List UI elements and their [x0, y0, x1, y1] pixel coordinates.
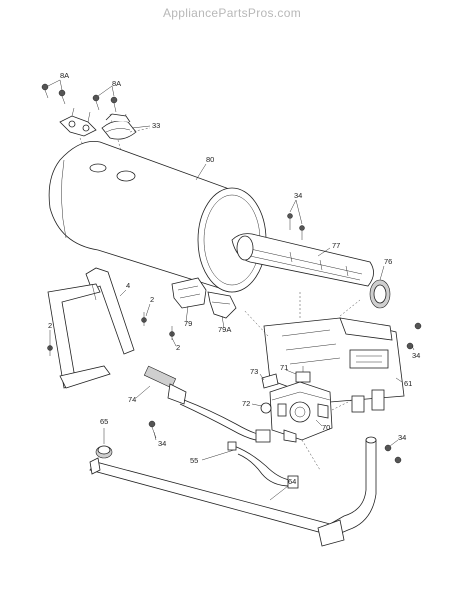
screw-2-mid — [141, 312, 147, 326]
label-64: 64 — [288, 477, 296, 486]
label-34-lowright: 34 — [398, 433, 406, 442]
label-79A: 79A — [218, 325, 231, 334]
label-8A-right: 8A — [112, 79, 121, 88]
label-77: 77 — [332, 241, 340, 250]
label-71: 71 — [280, 363, 288, 372]
label-34-mid: 34 — [158, 439, 166, 448]
label-65: 65 — [100, 417, 108, 426]
valve-knob-72 — [260, 402, 272, 414]
label-55: 55 — [190, 456, 198, 465]
bracket-79 — [171, 277, 207, 309]
support-leg-4 — [47, 267, 135, 389]
label-79: 79 — [184, 319, 192, 328]
watermark-text: AppliancePartsPros.com — [163, 6, 301, 20]
thermostat-sensor-33 — [101, 113, 137, 140]
thermostat-bracket-left — [59, 107, 97, 137]
label-2-mid: 2 — [150, 295, 154, 304]
screws-34-top — [287, 213, 305, 240]
bracket-79A — [207, 291, 237, 319]
screws-34-lowright — [384, 444, 402, 464]
label-73: 73 — [250, 367, 258, 376]
screw-2-left — [47, 340, 53, 356]
screws-8A-right — [92, 94, 118, 113]
inner-burner-77 — [231, 233, 374, 287]
label-34-top: 34 — [294, 191, 302, 200]
label-33: 33 — [152, 121, 160, 130]
plug-65 — [95, 445, 113, 459]
screw-2-low — [169, 326, 175, 340]
valve-fitting-73 — [261, 373, 279, 389]
igniter-assembly-74 — [143, 365, 271, 443]
burner-housing-80 — [48, 141, 267, 293]
gas-manifold-64 — [89, 436, 377, 547]
label-74: 74 — [128, 395, 136, 404]
label-70: 70 — [322, 423, 330, 432]
gas-valve-70 — [269, 381, 333, 443]
leader-lines — [47, 79, 415, 501]
label-61: 61 — [404, 379, 412, 388]
label-34-right: 34 — [412, 351, 420, 360]
end-cap-76 — [369, 279, 391, 309]
label-2-low: 2 — [176, 343, 180, 352]
valve-fitting-71 — [295, 366, 311, 383]
label-4: 4 — [126, 281, 130, 290]
screws-34-right — [406, 322, 422, 350]
label-8A-left: 8A — [60, 71, 69, 80]
label-76: 76 — [384, 257, 392, 266]
wire-harness-55 — [227, 441, 299, 489]
screws-8A-left — [41, 83, 66, 105]
label-72: 72 — [242, 399, 250, 408]
label-80: 80 — [206, 155, 214, 164]
label-2-left: 2 — [48, 321, 52, 330]
